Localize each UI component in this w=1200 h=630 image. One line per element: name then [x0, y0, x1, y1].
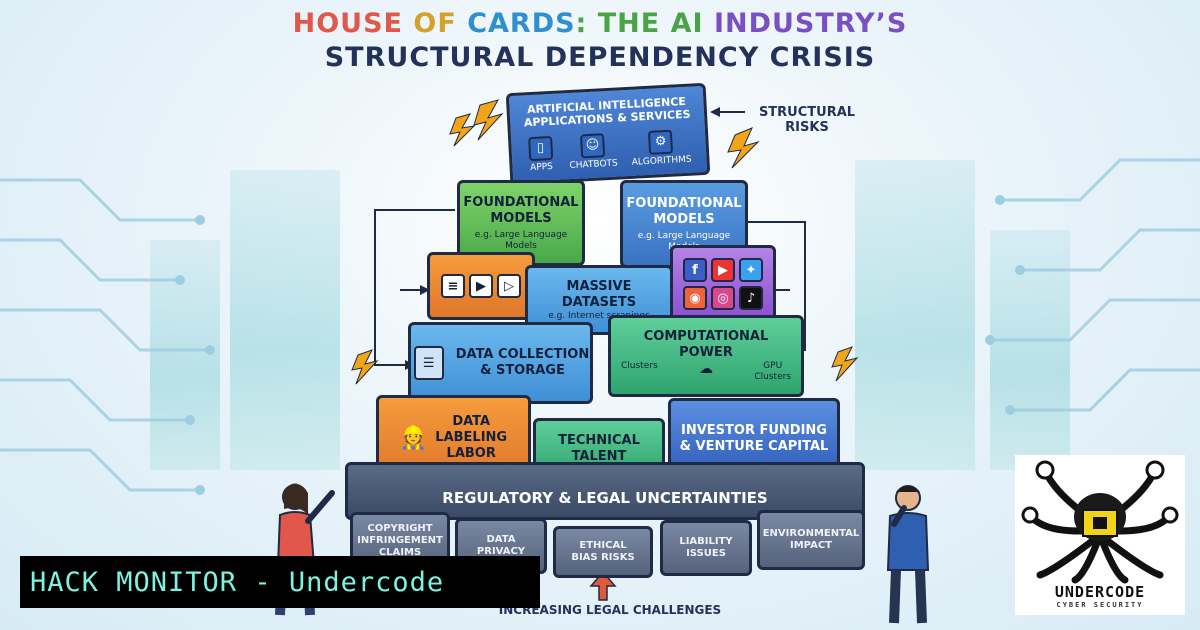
undercode-logo: UNDERCODE CYBER SECURITY [1015, 455, 1185, 615]
document-icon: ≡ [441, 274, 465, 298]
block-label: INVESTOR FUNDING & VENTURE CAPITAL [679, 423, 829, 454]
item-label: CHATBOTS [569, 158, 619, 171]
media-icons: ≡ ▶ ▷ [439, 272, 523, 300]
block-liability-issues: LIABILITY ISSUES [660, 520, 752, 576]
circuit-lines-left [0, 178, 215, 495]
background-tower-right [855, 160, 975, 470]
block-ethical-bias: ETHICAL BIAS RISKS [553, 526, 653, 578]
play-icon: ▷ [497, 274, 521, 298]
hack-monitor-banner: HACK MONITOR - Undercode [20, 556, 540, 608]
social-icons: f ▶ ✦ ◉ ◎ ♪ [678, 256, 768, 312]
reddit-icon: ◉ [683, 286, 707, 310]
background-tower-left-2 [150, 240, 220, 470]
block-foundational-models-left: FOUNDATIONAL MODELS e.g. Large Language … [457, 180, 585, 266]
robot-icon: ☺ [580, 132, 606, 158]
title-part: OF [413, 8, 468, 39]
gear-icon: ⚙ [648, 129, 674, 155]
block-label: ENVIRONMENTAL IMPACT [762, 528, 860, 551]
block-label: ARTIFICIAL INTELLIGENCE APPLICATIONS & S… [523, 94, 691, 129]
database-icon: ☰ [413, 346, 444, 380]
block-label: REGULATORY & LEGAL UNCERTAINTIES [442, 489, 768, 507]
cloud-icon: ☁ [699, 361, 713, 377]
block-ai-applications: ARTIFICIAL INTELLIGENCE APPLICATIONS & S… [505, 82, 711, 186]
phone-icon: ▯ [527, 135, 554, 161]
logo-tagline: CYBER SECURITY [1056, 601, 1144, 609]
block-data-collection-storage: ☰ DATA COLLECTION & STORAGE [408, 322, 593, 404]
title-part: HOUSE [292, 8, 414, 39]
twitter-icon: ✦ [739, 258, 763, 282]
lightning-icon [351, 349, 379, 385]
block-sublabel: Clusters [621, 361, 658, 371]
item-label: ALGORITHMS [631, 154, 692, 168]
block-label: DATA LABELING LABOR [435, 414, 508, 461]
block-label: COPYRIGHT INFRINGEMENT CLAIMS [357, 523, 443, 558]
lightning-icon [449, 113, 476, 147]
block-sublabel: e.g. Large Language Models [474, 229, 568, 251]
video-icon: ▶ [469, 274, 493, 298]
block-environmental-impact: ENVIRONMENTAL IMPACT [757, 510, 865, 570]
lightning-icon [727, 127, 760, 169]
facebook-icon: f [683, 258, 707, 282]
block-social-media: f ▶ ✦ ◉ ◎ ♪ [670, 245, 776, 323]
background-tower-left [230, 170, 340, 470]
item-label: APPS [529, 161, 554, 173]
title-part: : THE AI [575, 8, 714, 39]
block-label: DATA PRIVACY [476, 534, 526, 557]
block-label: FOUNDATIONAL MODELS [463, 194, 579, 226]
app-items: ▯ APPS ☺ CHATBOTS ⚙ ALGORITHMS [526, 126, 692, 174]
block-sublabel: e.g. Internet scrapings [548, 310, 650, 321]
block-label: COMPUTATIONAL POWER [643, 329, 769, 360]
octopus-logo-icon [1021, 460, 1179, 584]
block-sublabel: GPU Clusters [754, 361, 791, 382]
block-label: LIABILITY ISSUES [679, 536, 733, 559]
block-computational-power: COMPUTATIONAL POWER Clusters ☁ GPU Clust… [608, 315, 804, 397]
youtube-icon: ▶ [711, 258, 735, 282]
block-label: FOUNDATIONAL MODELS [626, 195, 742, 227]
worker-icon: 👷 [399, 425, 428, 451]
block-media-files: ≡ ▶ ▷ [427, 252, 535, 320]
circuit-lines-right [985, 158, 1200, 415]
logo-name: UNDERCODE [1054, 583, 1146, 601]
block-label: DATA COLLECTION & STORAGE [455, 347, 590, 378]
lightning-icon [831, 346, 859, 382]
title-part: INDUSTRY’S [713, 8, 908, 39]
title-line-2: STRUCTURAL DEPENDENCY CRISIS [324, 42, 876, 73]
person-thinking-illustration [886, 485, 930, 624]
tiktok-icon: ♪ [739, 286, 763, 310]
title-line-1: HOUSE OF CARDS: THE AI INDUSTRY’S [0, 8, 1200, 39]
banner-text: HACK MONITOR - Undercode [30, 566, 445, 598]
title-part: CARDS [467, 8, 576, 39]
instagram-icon: ◎ [711, 286, 735, 310]
block-label: TECHNICAL TALENT [558, 433, 640, 464]
annotation-increasing-legal: INCREASING LEGAL CHALLENGES [498, 603, 722, 617]
lightning-icon [473, 99, 504, 141]
annotation-structural-risks: STRUCTURAL RISKS [758, 105, 856, 135]
block-label: MASSIVE DATASETS [561, 278, 637, 310]
block-label: ETHICAL BIAS RISKS [571, 540, 635, 563]
